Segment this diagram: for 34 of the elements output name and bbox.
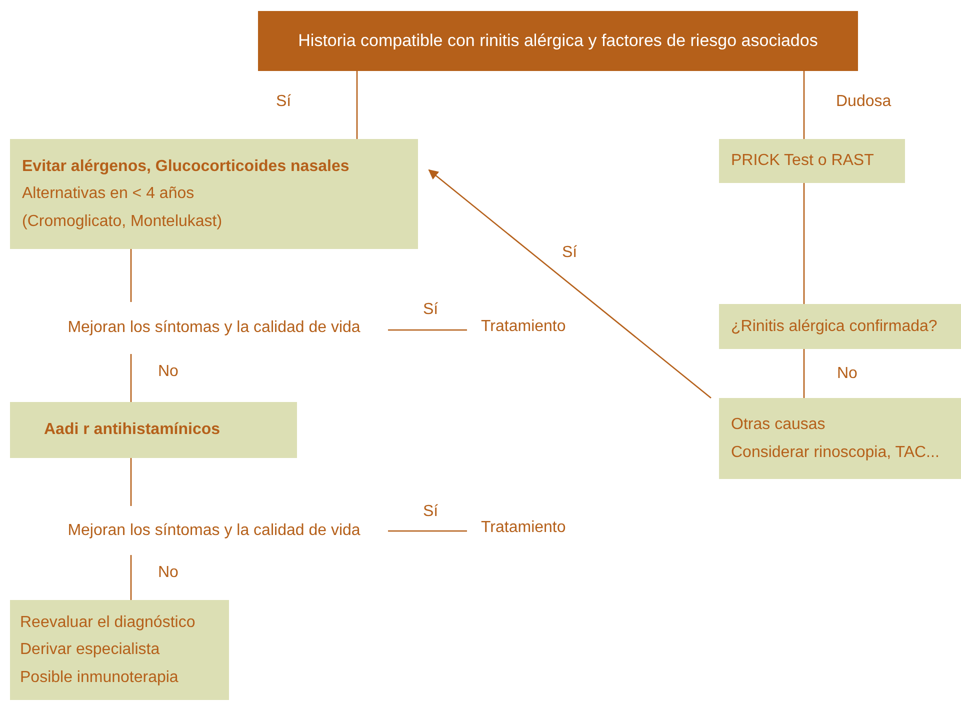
node-text: Mejoran los síntomas y la calidad de vida xyxy=(68,318,360,338)
connector-line xyxy=(356,71,358,139)
node-text: Tratamiento xyxy=(481,317,566,338)
node-text: Mejoran los síntomas y la calidad de vida xyxy=(68,520,360,541)
process-box xyxy=(719,304,961,349)
node-text: (Cromoglicato, Montelukast) xyxy=(22,212,222,232)
connector-line xyxy=(130,458,132,506)
connector-line xyxy=(388,329,467,331)
connector-line xyxy=(130,555,132,600)
connector-line xyxy=(803,71,805,139)
node-text: Tratamiento xyxy=(481,518,566,538)
process-box xyxy=(10,600,229,700)
node-text: Alternativas en < 4 años xyxy=(22,184,194,204)
process-box xyxy=(10,402,297,458)
connector-line xyxy=(803,349,805,398)
process-box xyxy=(719,139,905,183)
title-text: Historia compatible con rinitis alérgica y factores de riesgo asociados xyxy=(298,30,818,52)
title-box xyxy=(258,11,858,71)
node-text: Reevaluar el diagnóstico xyxy=(20,613,196,634)
node-text: Evitar alérgenos, Glucocorticoides nasales xyxy=(22,157,350,178)
connector-line xyxy=(803,183,805,304)
arrow xyxy=(428,169,712,398)
node-text: Posible inmunoterapia xyxy=(20,668,178,688)
connector-line xyxy=(130,249,132,302)
node-text: Considerar rinoscopia, TAC... xyxy=(731,442,940,462)
node-text: PRICK Test o RAST xyxy=(731,151,874,172)
node-text: ¿Rinitis alérgica confirmada? xyxy=(731,316,938,337)
node-text: Aadi r antihistamínicos xyxy=(44,420,220,440)
node-text: Derivar especialista xyxy=(20,640,160,660)
process-box xyxy=(719,398,961,479)
connector-line xyxy=(388,530,467,532)
connector-line xyxy=(130,354,132,402)
node-text: Otras causas xyxy=(731,415,826,436)
process-box xyxy=(10,139,418,249)
